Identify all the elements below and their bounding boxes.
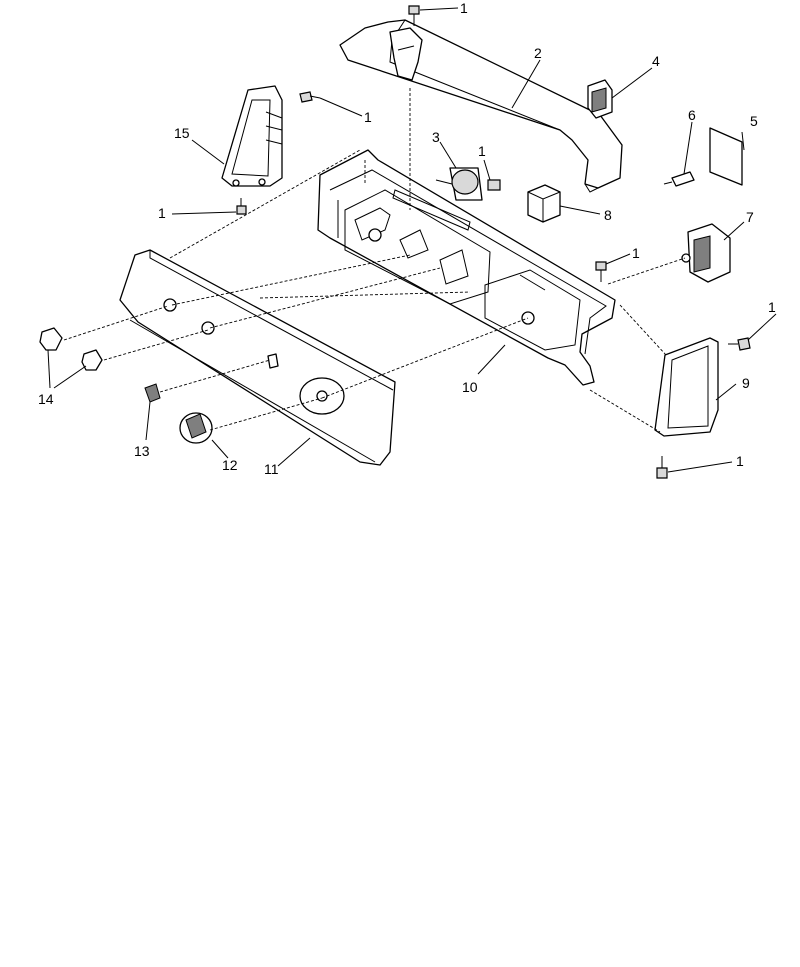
callout-11-front-panel: 11 (264, 461, 279, 477)
callout-3-motor: 3 (432, 129, 440, 145)
callout-1-left-cap-screw: 1 (364, 109, 372, 125)
part-5-circuit-board (709, 127, 743, 186)
alignment-lines (63, 88, 686, 433)
part-7-timer (681, 223, 731, 283)
callout-6-connector: 6 (688, 107, 696, 123)
callout-9-right-cap: 9 (742, 375, 750, 391)
callout-12-knob: 12 (222, 457, 238, 473)
callout-13-push-button: 13 (134, 443, 150, 459)
callout-4-switch: 4 (652, 53, 660, 69)
callout-1-bottom-right-screw: 1 (736, 453, 744, 469)
callout-1-panel-right-screw: 1 (632, 245, 640, 261)
part-3-timer-motor (435, 167, 483, 201)
part-12-knob (179, 412, 213, 444)
part-6-connector (663, 171, 695, 187)
leader-lines (47, 7, 777, 473)
part-14-small-knobs (39, 327, 103, 371)
callout-labels: 1 1 1 1 1 1 1 2 3 4 5 6 7 8 9 10 11 12 1… (38, 0, 776, 477)
part-2-console-top-cover (339, 19, 623, 193)
part-8-relay-box (527, 184, 561, 223)
callout-14-small-knobs: 14 (38, 391, 54, 407)
part-15-left-end-cap (221, 85, 283, 187)
callout-8-relay: 8 (604, 207, 612, 223)
callout-7-timer: 7 (746, 209, 754, 225)
part-9-right-end-cap (654, 337, 719, 437)
callout-15-left-cap: 15 (174, 125, 190, 141)
part-1-screws (236, 5, 751, 479)
part-13-push-button (144, 383, 161, 403)
part-10-console-panel (317, 149, 616, 386)
part-11-front-control-panel (119, 249, 396, 466)
callout-5-circuit-board: 5 (750, 113, 758, 129)
part-4-switch (587, 79, 613, 119)
callout-1-top-screw: 1 (460, 0, 468, 16)
callout-1-motor-screw: 1 (478, 143, 486, 159)
callout-1-bottom-left-screw: 1 (158, 205, 166, 221)
callout-10-console-panel: 10 (462, 379, 478, 395)
callout-2-console-cover: 2 (534, 45, 542, 61)
callout-1-right-cap-screw: 1 (768, 299, 776, 315)
